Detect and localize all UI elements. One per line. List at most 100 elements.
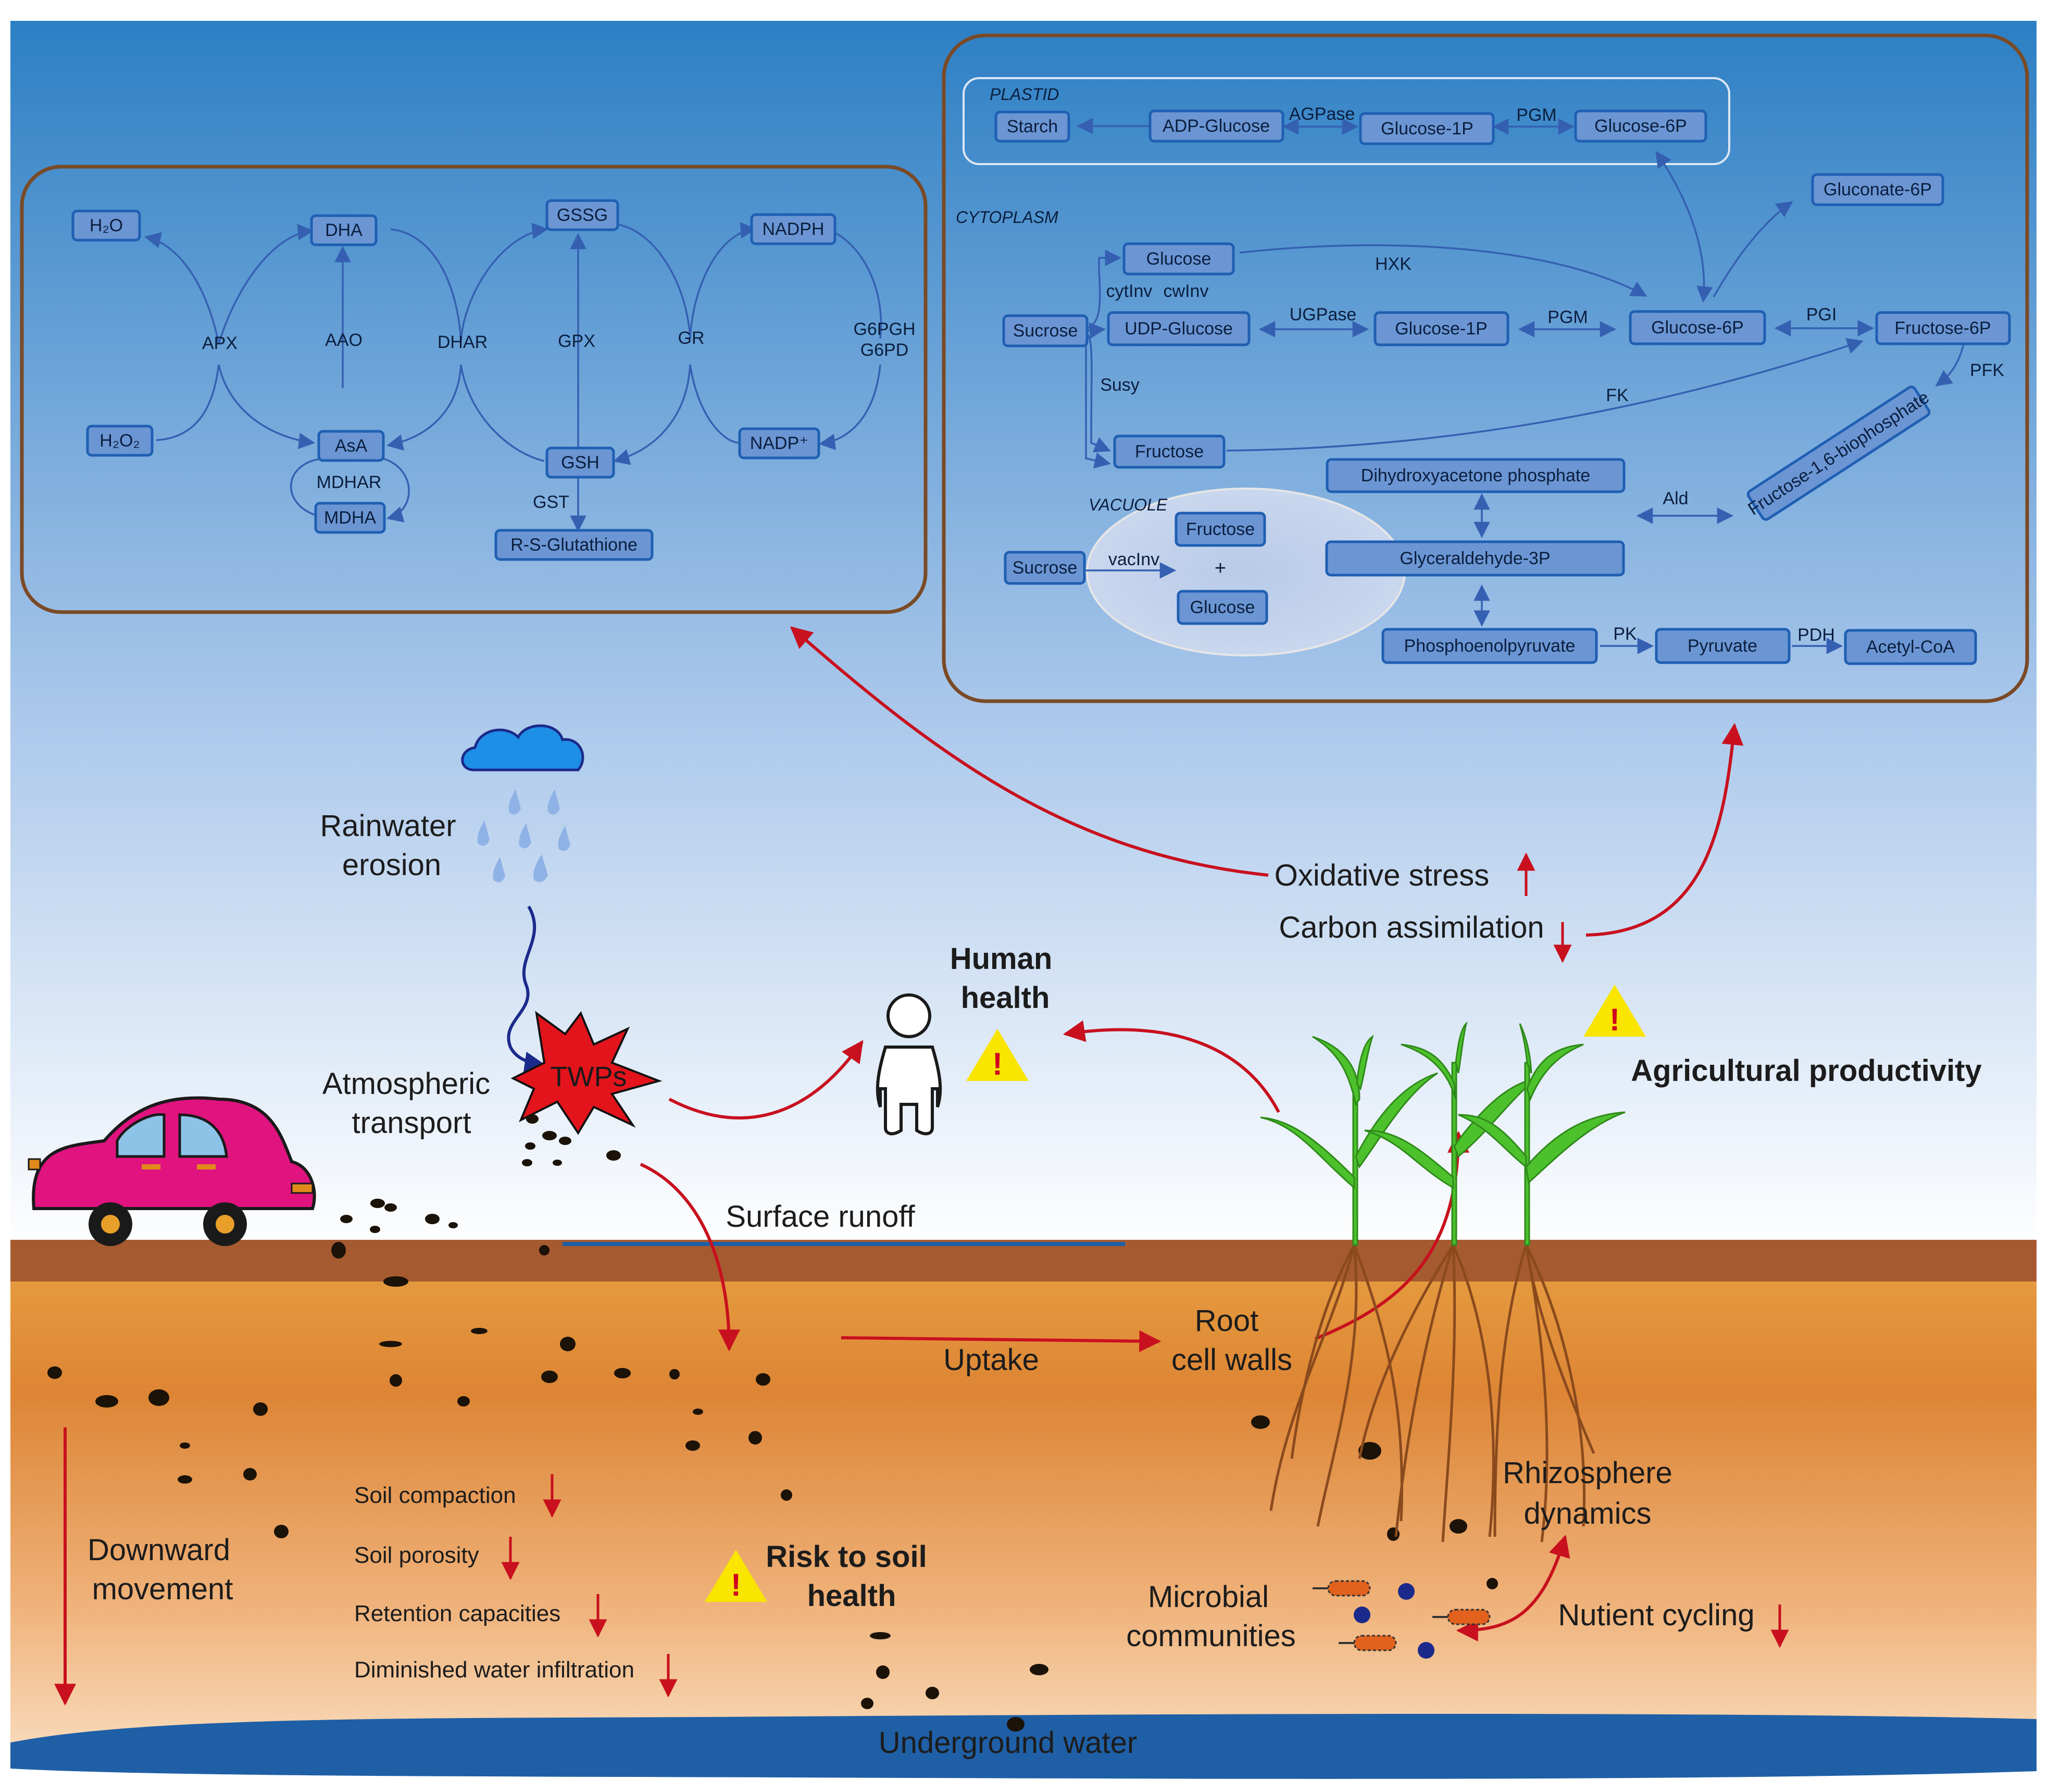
node-gluconate-6p: Gluconate-6P <box>1811 173 1944 206</box>
agricultural-productivity-label: Agricultural productivity <box>1631 1054 1982 1088</box>
atmospheric-label-line1: Atmospheric <box>322 1067 490 1101</box>
enzyme-vacinv: vacInv <box>1108 550 1159 569</box>
root-label-line2: cell walls <box>1171 1343 1292 1377</box>
svg-text:DHA: DHA <box>325 220 363 240</box>
svg-text:Glucose: Glucose <box>1190 598 1255 617</box>
enzyme-ugpase: UGPase <box>1290 305 1357 325</box>
svg-text:Glyceraldehyde-3P: Glyceraldehyde-3P <box>1400 549 1550 568</box>
antioxidant-panel-frame <box>20 165 928 614</box>
node-glucose-1p: Glucose-1P <box>1373 311 1509 346</box>
svg-text:Fructose: Fructose <box>1135 442 1204 462</box>
svg-text:H₂O₂: H₂O₂ <box>99 431 140 451</box>
svg-text:NADP⁺: NADP⁺ <box>750 433 808 453</box>
enzyme-mdhar: MDHAR <box>317 472 382 492</box>
svg-text:Fructose: Fructose <box>1186 519 1255 539</box>
water-infiltration-label: Diminished water infiltration <box>354 1657 634 1683</box>
svg-text:Starch: Starch <box>1007 117 1058 136</box>
enzyme-cytinv: cytInv <box>1106 281 1153 301</box>
rainwater-label-line1: Rainwater <box>320 809 456 843</box>
underground-water-label: Underground water <box>879 1726 1138 1760</box>
node-h2o: H₂O <box>71 209 141 242</box>
svg-text:NADPH: NADPH <box>762 219 824 239</box>
soil-layer <box>10 1276 2037 1745</box>
node-gssg: GSSG <box>545 199 619 231</box>
enzyme-hxk: HXK <box>1375 254 1412 274</box>
svg-text:Glucose-1P: Glucose-1P <box>1381 119 1473 139</box>
node-nadp: NADP⁺ <box>738 427 820 459</box>
svg-text:H₂O: H₂O <box>90 216 123 235</box>
enzyme-pfk: PFK <box>1970 360 2004 380</box>
microbial-label-line1: Microbial <box>1148 1580 1269 1614</box>
raindrops-icon <box>477 789 570 882</box>
plastid-compartment <box>963 77 1730 165</box>
svg-text:GSSG: GSSG <box>557 205 608 225</box>
plant-roots <box>1269 1244 1595 1542</box>
svg-text:GSH: GSH <box>561 453 600 472</box>
svg-text:Glucose-6P: Glucose-6P <box>1594 116 1687 136</box>
node-glucose-1p-plastid: Glucose-1P <box>1359 112 1495 145</box>
enzyme-agpase: AGPase <box>1289 104 1355 124</box>
svg-text:!: ! <box>992 1047 1003 1081</box>
svg-text:!: ! <box>731 1567 741 1602</box>
svg-text:AsA: AsA <box>335 436 368 456</box>
svg-text:!: ! <box>1609 1002 1620 1037</box>
human-icon <box>876 993 942 1136</box>
node-h2o2: H₂O₂ <box>86 425 154 457</box>
node-dhap: Dihydroxyacetone phosphate <box>1326 458 1626 493</box>
svg-text:MDHA: MDHA <box>324 508 376 528</box>
retention-capacities-label: Retention capacities <box>354 1601 560 1626</box>
arrow-twps-to-human <box>668 1040 864 1119</box>
enzyme-pk: PK <box>1613 624 1637 644</box>
atmospheric-label-line2: transport <box>352 1106 471 1140</box>
erosion-wavy-arrow <box>507 905 547 1074</box>
rhizosphere-label-line2: dynamics <box>1524 1497 1652 1530</box>
node-glucose: Glucose <box>1122 242 1235 276</box>
node-nadph: NADPH <box>750 213 836 245</box>
svg-text:Phosphoenolpyruvate: Phosphoenolpyruvate <box>1404 636 1576 656</box>
svg-text:R-S-Glutathione: R-S-Glutathione <box>510 535 638 555</box>
warning-icon-agriculture: ! <box>1583 985 1646 1037</box>
arrow-surface-runoff <box>640 1163 740 1352</box>
twps-burst-icon <box>510 1011 663 1135</box>
arrow-carbon-to-metabolism <box>1585 723 1744 937</box>
enzyme-gr: GR <box>678 328 705 348</box>
arrow-oxidative-to-antioxidant <box>790 626 1269 877</box>
enzyme-pgm-plastid: PGM <box>1516 105 1556 125</box>
rhizosphere-label-line1: Rhizosphere <box>1503 1456 1672 1490</box>
enzyme-aao: AAO <box>325 330 363 350</box>
node-sucrose: Sucrose <box>1002 314 1089 347</box>
enzyme-ald: Ald <box>1663 489 1688 508</box>
node-asa: AsA <box>317 430 385 462</box>
node-dha: DHA <box>310 214 378 246</box>
svg-text:Pyruvate: Pyruvate <box>1688 636 1757 656</box>
twps-label: TWPs <box>551 1061 627 1092</box>
svg-text:Acetyl-CoA: Acetyl-CoA <box>1866 637 1955 657</box>
node-fructose: Fructose <box>1113 434 1226 469</box>
svg-text:Sucrose: Sucrose <box>1013 558 1078 578</box>
enzyme-pgm: PGM <box>1547 307 1588 327</box>
svg-text:Glucose: Glucose <box>1146 249 1212 269</box>
node-vacuole-fructose: Fructose <box>1175 512 1266 547</box>
soil-porosity-label: Soil porosity <box>354 1542 479 1568</box>
node-vacuole-glucose: Glucose <box>1177 590 1268 625</box>
node-starch: Starch <box>994 110 1070 143</box>
warning-icon-human: ! <box>966 1029 1029 1081</box>
enzyme-g6pgh: G6PGH <box>853 319 915 339</box>
enzyme-dhar: DHAR <box>438 332 488 352</box>
soil-compaction-label: Soil compaction <box>354 1483 516 1508</box>
underground-water-body <box>10 1714 2037 1779</box>
node-adp-glucose: ADP-Glucose <box>1148 109 1284 143</box>
enzyme-fk: FK <box>1606 385 1629 405</box>
svg-text:Fructose-6P: Fructose-6P <box>1894 318 1991 338</box>
nutrient-cycling-label: Nutient cycling <box>1558 1598 1754 1632</box>
arrow-rhizosphere-microbes <box>1456 1534 1570 1641</box>
svg-text:Gluconate-6P: Gluconate-6P <box>1824 180 1932 200</box>
oxidative-stress-label: Oxidative stress <box>1275 858 1490 892</box>
cloud-icon <box>461 724 584 771</box>
warning-icon-soil: ! <box>705 1550 767 1602</box>
vacuole-label: VACUOLE <box>1089 495 1168 514</box>
enzyme-apx: APX <box>202 333 238 353</box>
node-mdha: MDHA <box>314 502 386 534</box>
antioxidant-panel: H₂O H₂O₂ DHA AsA MDHA GSSG GSH R-S-Gluta… <box>20 165 928 614</box>
